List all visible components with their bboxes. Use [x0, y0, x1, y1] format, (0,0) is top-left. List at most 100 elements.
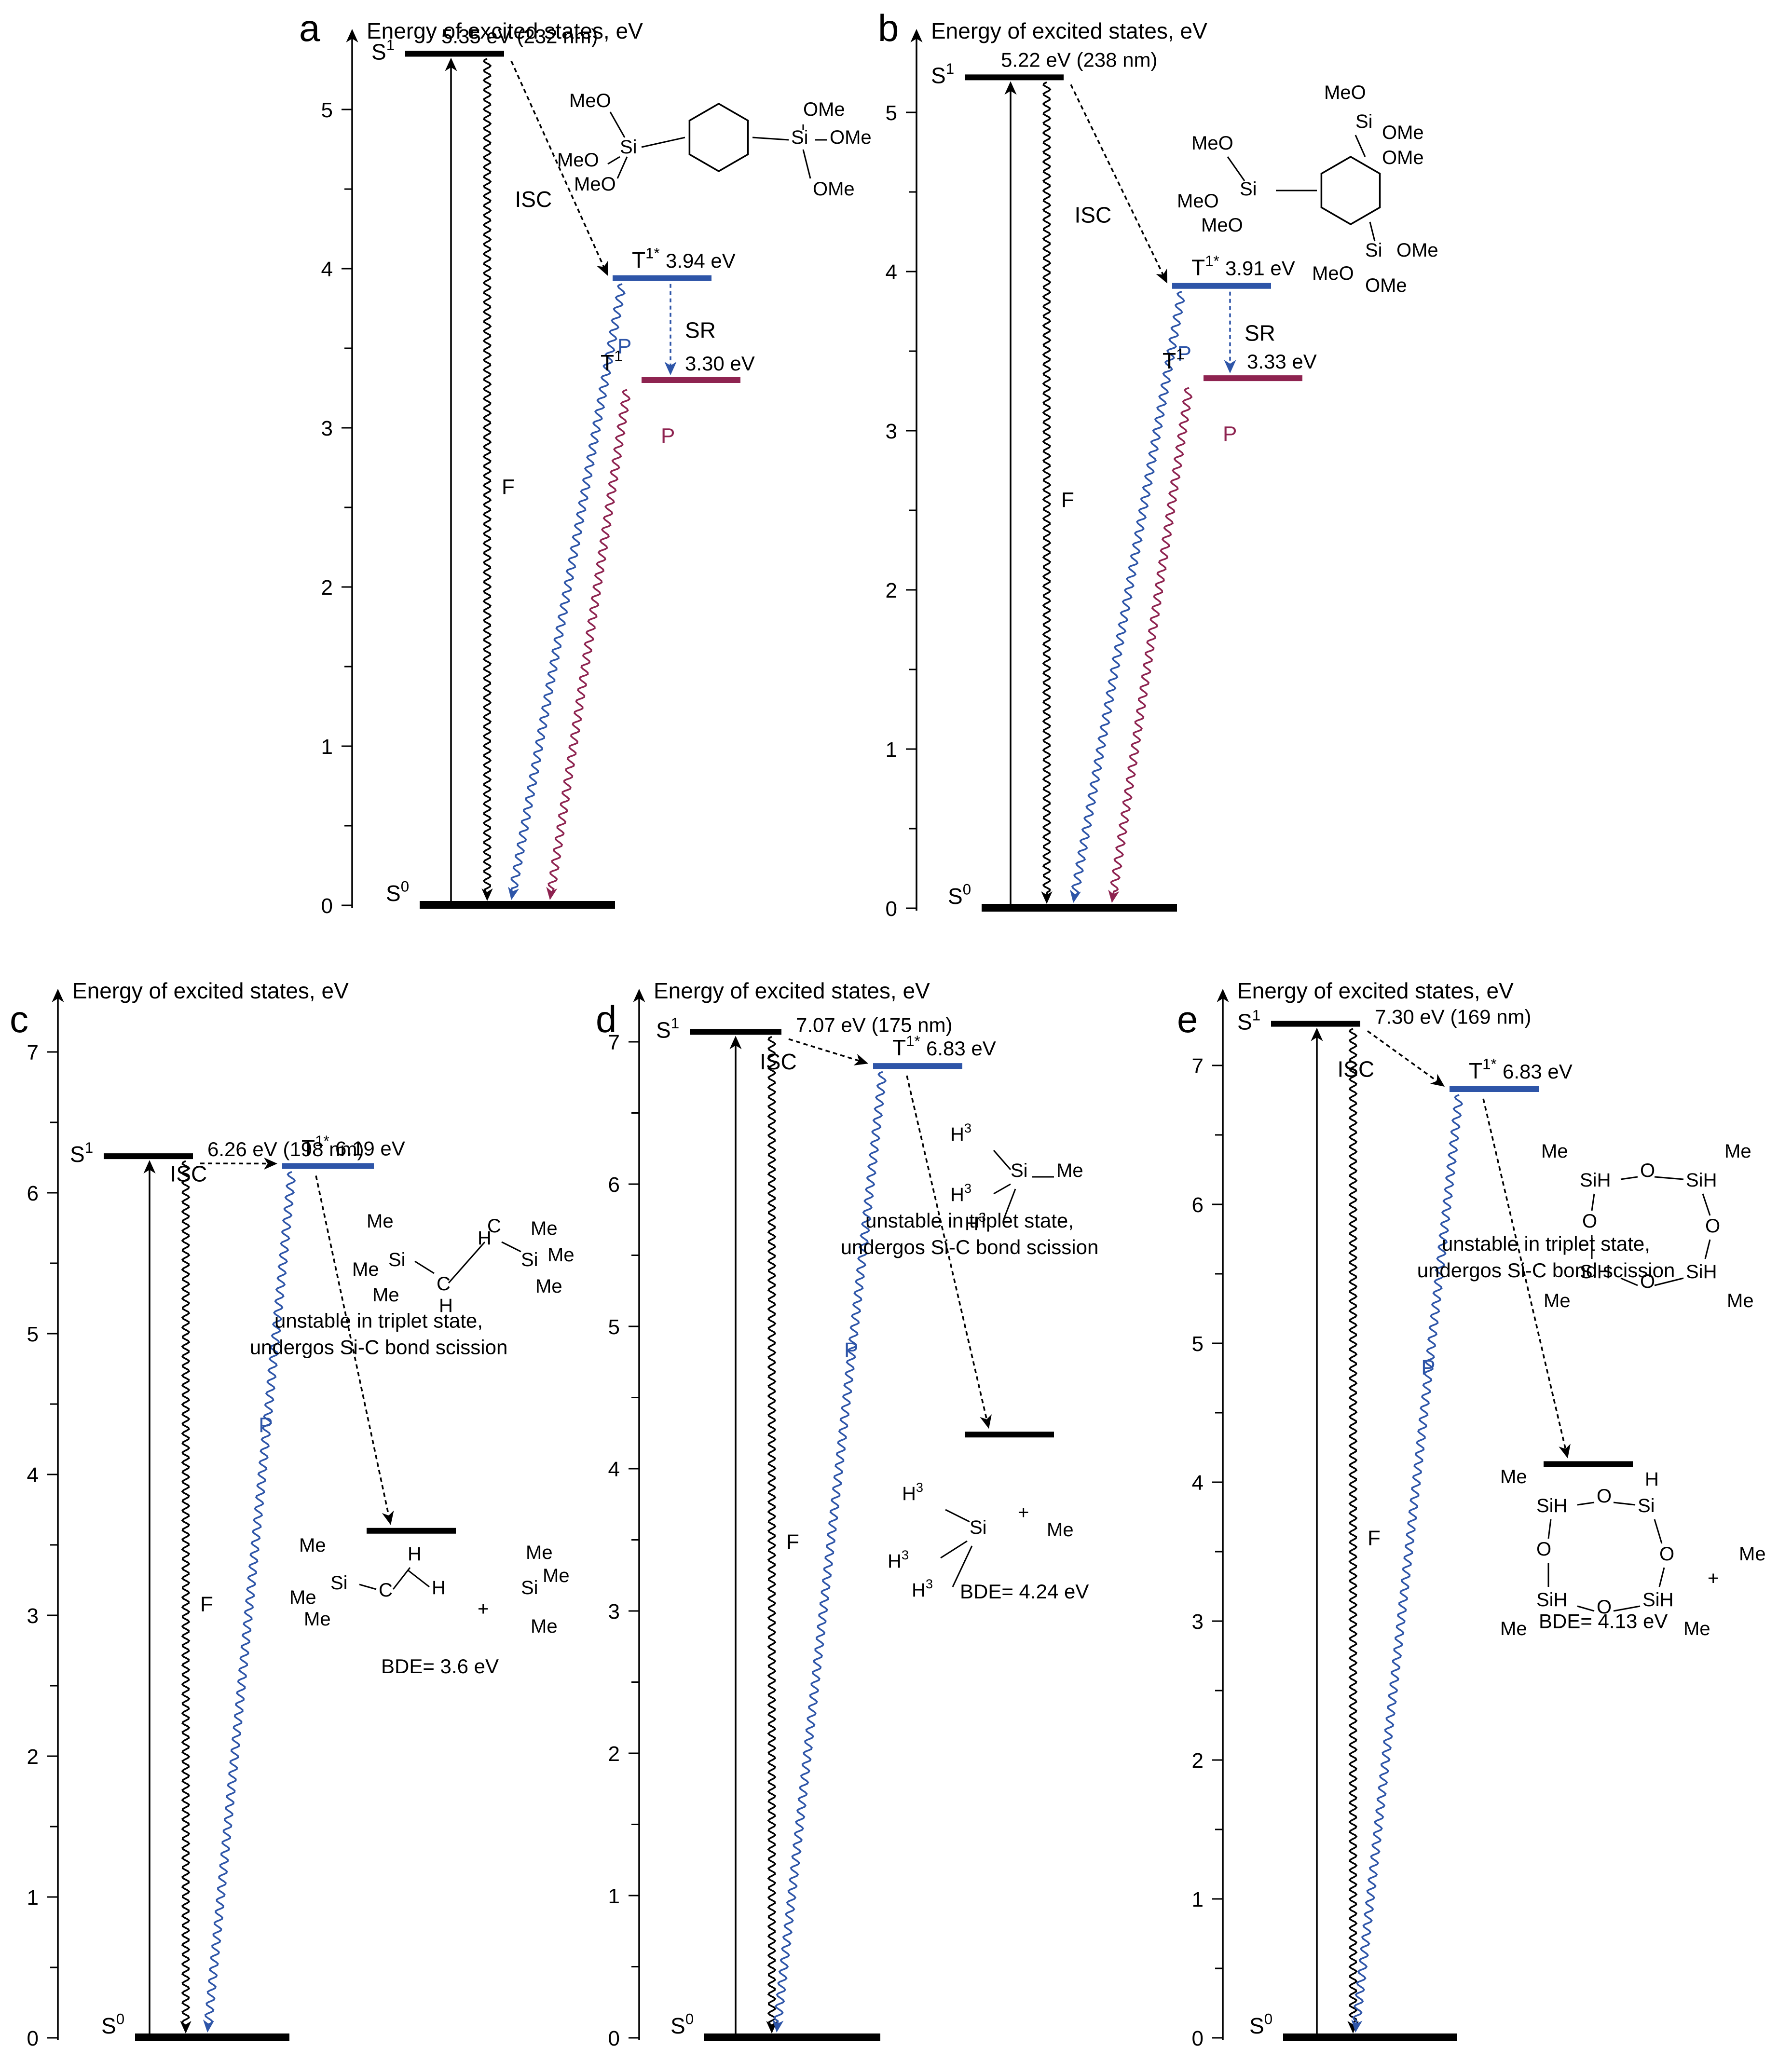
bond	[1620, 1176, 1638, 1180]
s0-label: S0	[386, 878, 409, 906]
atom-label: O	[1597, 1486, 1612, 1507]
plus-sign: +	[1708, 1568, 1719, 1589]
axis-title: Energy of excited states, eV	[931, 18, 1207, 43]
tick-label: 2	[608, 1742, 620, 1766]
absorption-arrow-head	[445, 57, 457, 71]
phosphorescence-maroon-arrow	[547, 389, 631, 899]
bde-label: BDE= 4.13 eV	[1539, 1610, 1668, 1633]
atom-label-sup: 3	[964, 1181, 971, 1196]
atom-label: Si	[388, 1249, 406, 1270]
plus-sign: +	[478, 1598, 489, 1620]
tick-label: 4	[27, 1463, 39, 1487]
atom-label: Si	[1638, 1495, 1655, 1516]
atom-label: MeO	[1201, 215, 1243, 236]
t1-label-base: T	[1163, 348, 1176, 373]
atom-label: Me	[1727, 1290, 1754, 1311]
bond	[952, 1545, 973, 1587]
t1-star-label-base: T	[632, 247, 645, 273]
isc-label: ISC	[760, 1049, 797, 1074]
fluorescence-label: F	[200, 1593, 213, 1616]
phosphorescence-blue-arrow	[510, 283, 626, 899]
bond	[1227, 156, 1245, 181]
tick-label: 0	[608, 2027, 620, 2047]
atom-label: Si	[521, 1249, 538, 1270]
t1-energy-label: 3.30 eV	[685, 352, 755, 375]
atom-label: O	[1659, 1543, 1674, 1565]
fluorescence-arrow	[767, 1036, 777, 2032]
atom-label: Me	[1047, 1519, 1074, 1541]
note-line-1: unstable in triplet state,	[274, 1310, 483, 1332]
atom-label: C	[437, 1273, 451, 1295]
fluorescence-arrow	[181, 1160, 191, 2032]
atom-label: H	[408, 1543, 422, 1565]
atom-label: H3	[902, 1480, 923, 1504]
atom-label: Me	[299, 1535, 326, 1556]
atom-label: O	[1640, 1160, 1655, 1181]
isc-arrow	[788, 1038, 861, 1062]
atom-label: Si	[791, 127, 808, 148]
isc-arrow	[1070, 84, 1164, 276]
s0-label: S0	[101, 2011, 124, 2038]
atom-label: Si	[521, 1577, 538, 1598]
dissociation-arrow	[906, 1075, 988, 1421]
t1-star-energy-label: 3.91 eV	[1225, 257, 1295, 280]
absorption-arrow-head	[1004, 81, 1017, 95]
atom-label: OMe	[1382, 122, 1424, 143]
t1-star-label-base: T	[892, 1035, 906, 1060]
energy-axis-head	[346, 29, 358, 42]
atom-label: O	[1536, 1539, 1551, 1560]
atom-label: O	[1640, 1271, 1655, 1292]
bond	[802, 149, 811, 179]
atom-label: Me	[304, 1609, 331, 1630]
bond	[448, 1242, 486, 1283]
bond	[1613, 1501, 1636, 1506]
bond	[616, 156, 628, 179]
atom-label: OMe	[830, 127, 872, 148]
t1-star-label: T1*	[1469, 1056, 1497, 1083]
atom-label: Me	[1724, 1141, 1751, 1162]
atom-label: Me	[1500, 1466, 1527, 1487]
s1-label-sup: 1	[946, 60, 954, 77]
bond	[1658, 1567, 1665, 1587]
s0-label-sup: 0	[116, 2011, 124, 2028]
bond	[1702, 1193, 1711, 1216]
phosphorescence-maroon-label: P	[1223, 422, 1237, 446]
atom-label-sup: 3	[916, 1480, 923, 1495]
panel-letter: d	[596, 998, 616, 1040]
t1-energy-label: 3.33 eV	[1247, 350, 1317, 373]
t1-star-energy-label: 6.19 eV	[335, 1137, 405, 1160]
dissociation-arrow	[315, 1175, 390, 1517]
atom-label: Me	[531, 1616, 558, 1637]
atom-label: H3	[950, 1181, 971, 1205]
fluorescence-arrow	[1348, 1028, 1358, 2032]
tick-label: 1	[608, 1884, 620, 1908]
phosphorescence-blue-arrow	[1071, 291, 1185, 901]
atom-label: Me	[526, 1542, 553, 1563]
energy-axis-head	[52, 989, 64, 1002]
atom-label: H	[478, 1228, 492, 1249]
tick-label: 3	[1192, 1610, 1204, 1634]
t1-star-label: T1*	[632, 245, 660, 272]
isc-label: ISC	[1338, 1056, 1375, 1081]
atom-label: MeO	[569, 90, 611, 111]
phosphorescence-blue-arrow	[204, 1171, 296, 2031]
phosphorescence-blue-arrow-head	[1351, 2019, 1363, 2033]
bde-label: BDE= 3.6 eV	[381, 1655, 499, 1678]
atom-label: OMe	[803, 99, 845, 120]
bond	[407, 1569, 430, 1588]
bond	[1591, 1193, 1595, 1211]
s1-label: S1	[371, 37, 395, 64]
atom-label: O	[1597, 1597, 1612, 1618]
atom-label: Si	[1011, 1160, 1028, 1181]
atom-label: SiH	[1536, 1589, 1567, 1610]
s1-label-base: S	[1237, 1010, 1252, 1035]
atom-label-base: H	[888, 1551, 902, 1572]
s1-label-base: S	[70, 1142, 85, 1167]
s0-label: S0	[948, 881, 971, 909]
